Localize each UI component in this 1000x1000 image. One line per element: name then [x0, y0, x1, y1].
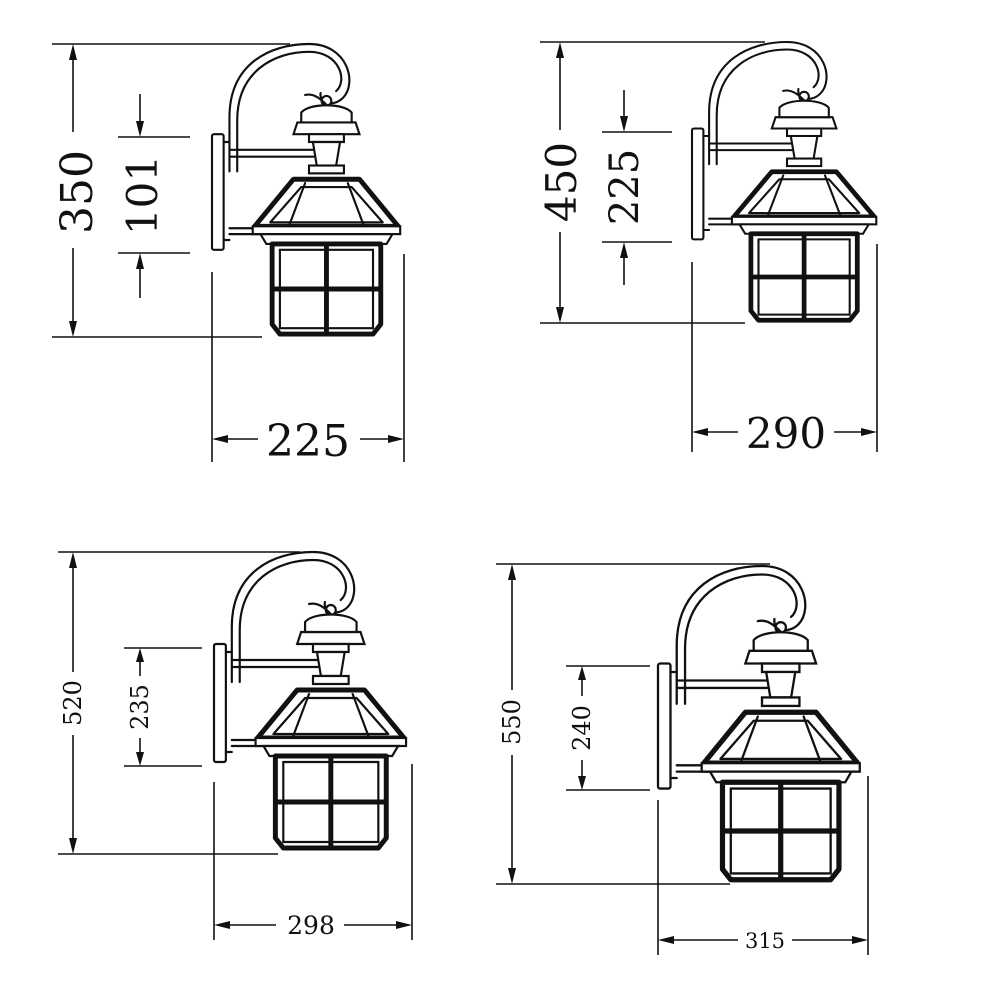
projection-label: 225 [266, 416, 350, 467]
arrow-up-icon [620, 242, 628, 258]
arrow-down-icon [620, 116, 628, 132]
lamp-drawing [214, 552, 406, 848]
arrow-left-icon [212, 435, 228, 443]
arrow-down-icon [69, 321, 77, 337]
arrow-left-icon [658, 936, 674, 944]
arrow-down-icon [578, 776, 586, 790]
arrow-up-icon [136, 648, 144, 662]
arrow-up-icon [136, 253, 144, 269]
projection-label: 298 [287, 911, 335, 940]
arrow-right-icon [852, 936, 868, 944]
overall-height-label: 520 [59, 680, 87, 726]
lamp-drawing [658, 566, 860, 880]
arrow-left-icon [214, 921, 230, 929]
diagram-lamp-2: 450 225 290 [537, 42, 877, 458]
arrow-up-icon [69, 552, 77, 568]
arrow-down-icon [136, 752, 144, 766]
lantern-height-label: 101 [118, 155, 167, 235]
projection-label: 290 [746, 409, 826, 458]
lantern-height-label: 240 [568, 705, 596, 751]
arrow-up-icon [578, 666, 586, 680]
overall-height-label: 450 [537, 142, 586, 222]
arrow-left-icon [692, 428, 708, 436]
projection-label: 315 [745, 929, 785, 953]
arrow-up-icon [556, 42, 564, 58]
arrow-down-icon [556, 307, 564, 323]
diagram-lamp-3: 520 235 298 [58, 552, 413, 940]
arrow-up-icon [508, 564, 516, 580]
arrow-right-icon [861, 428, 877, 436]
arrow-down-icon [69, 838, 77, 854]
diagram-lamp-1: 350 101 225 [52, 44, 405, 467]
arrow-down-icon [508, 868, 516, 884]
arrow-right-icon [396, 921, 412, 929]
lantern-height-label: 235 [126, 684, 154, 730]
overall-height-label: 550 [498, 699, 526, 745]
diagram-lamp-4: 550 240 315 [496, 563, 869, 955]
overall-height-label: 350 [52, 150, 103, 234]
arrow-down-icon [136, 121, 144, 137]
lantern-height-label: 225 [602, 149, 648, 225]
arrow-up-icon [69, 44, 77, 60]
lamp-drawing [212, 44, 400, 334]
arrow-right-icon [388, 435, 404, 443]
lamp-drawing [692, 42, 876, 320]
